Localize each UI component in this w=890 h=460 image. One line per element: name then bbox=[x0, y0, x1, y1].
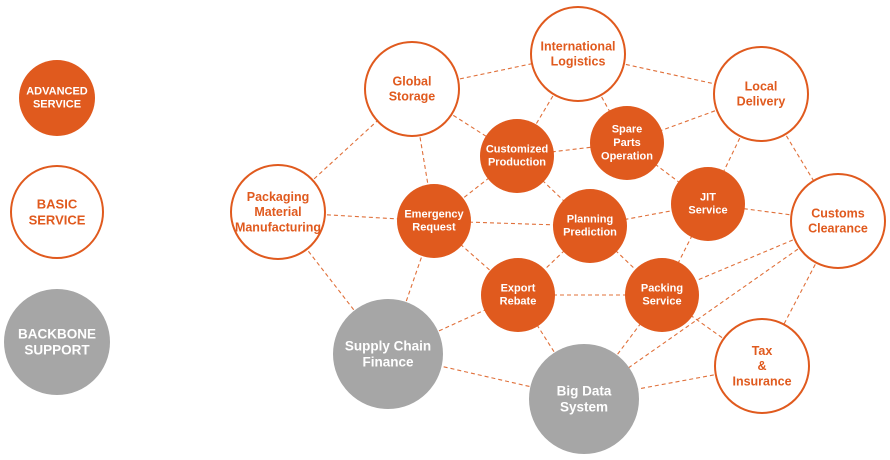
legend: ADVANCEDSERVICEBASICSERVICEBACKBONESUPPO… bbox=[4, 60, 110, 395]
emergency-request-label-line: Request bbox=[412, 222, 456, 234]
customized-production-label-line: Production bbox=[488, 157, 546, 169]
edge-customs-clearance-to-big-data-system bbox=[583, 220, 839, 400]
emergency-request-label-line: Emergency bbox=[404, 208, 464, 220]
packaging-material-manufacturing-label-line: Manufacturing bbox=[235, 220, 321, 234]
international-logistics-circle bbox=[530, 6, 626, 102]
edge-packaging-material-manufacturing-to-emergency-request bbox=[277, 211, 435, 222]
export-rebate-circle bbox=[481, 258, 555, 332]
international-logistics-label-line: International bbox=[540, 39, 615, 53]
legend-basic-label-line: BASIC bbox=[37, 197, 78, 212]
tax-insurance-label-line: Tax bbox=[752, 344, 773, 358]
local-delivery-circle bbox=[713, 46, 809, 142]
tax-insurance-circle bbox=[714, 318, 810, 414]
planning-prediction-label-line: Prediction bbox=[563, 227, 617, 239]
export-rebate-label-line: Export bbox=[501, 282, 536, 294]
jit-service-label-line: JIT bbox=[700, 191, 716, 203]
supply-chain-finance-label-line: Finance bbox=[362, 355, 414, 370]
edge-big-data-system-to-supply-chain-finance bbox=[387, 353, 585, 400]
global-storage-label-line: Storage bbox=[389, 90, 436, 104]
big-data-system-label-line: System bbox=[560, 400, 608, 415]
packaging-material-manufacturing-label-line: Material bbox=[254, 205, 301, 219]
emergency-request-circle bbox=[397, 184, 471, 258]
legend-advanced-circle bbox=[19, 60, 95, 136]
big-data-system-circle bbox=[529, 344, 639, 454]
packaging-material-manufacturing-circle bbox=[230, 164, 326, 260]
legend-backbone-label-line: SUPPORT bbox=[24, 343, 90, 358]
customized-production-circle bbox=[480, 119, 554, 193]
legend-item-backbone: BACKBONE SUPPORT bbox=[4, 289, 110, 395]
customs-clearance-label-line: Clearance bbox=[808, 222, 868, 236]
planning-prediction-circle bbox=[553, 189, 627, 263]
supply-chain-finance-circle bbox=[333, 299, 443, 409]
packing-service-label-line: Packing bbox=[641, 282, 683, 294]
supply-chain-finance-label-line: Supply Chain bbox=[345, 338, 431, 353]
global-storage-circle bbox=[364, 41, 460, 137]
legend-advanced-label-line: ADVANCED bbox=[26, 85, 88, 97]
global-storage-label-line: Global bbox=[393, 74, 432, 88]
spare-parts-operation-label-line: Spare bbox=[612, 124, 643, 136]
legend-backbone-label-line: BACKBONE bbox=[18, 326, 96, 341]
packing-service-label-line: Service bbox=[642, 296, 681, 308]
spare-parts-operation-label-line: Operation bbox=[601, 150, 653, 162]
legend-backbone-circle bbox=[4, 289, 110, 395]
customized-production-label-line: Customized bbox=[486, 143, 548, 155]
planning-prediction-label-line: Planning bbox=[567, 213, 613, 225]
jit-service-label-line: Service bbox=[688, 205, 727, 217]
export-rebate-label-line: Rebate bbox=[500, 296, 537, 308]
local-delivery-label-line: Delivery bbox=[737, 95, 786, 109]
tax-insurance-label-line: & bbox=[757, 359, 766, 373]
local-delivery-label-line: Local bbox=[745, 79, 778, 93]
node-jit-service: JIT Service bbox=[671, 167, 745, 241]
customs-clearance-circle bbox=[790, 173, 886, 269]
legend-advanced-label-line: SERVICE bbox=[33, 99, 81, 111]
legend-basic-label-line: SERVICE bbox=[29, 212, 86, 227]
packaging-material-manufacturing-label-line: Packaging bbox=[247, 190, 310, 204]
international-logistics-label-line: Logistics bbox=[551, 55, 606, 69]
tax-insurance-label-line: Insurance bbox=[732, 374, 791, 388]
spare-parts-operation-circle bbox=[590, 106, 664, 180]
service-nodes: InternationalLogisticsGlobalStorageLocal… bbox=[230, 6, 886, 454]
spare-parts-operation-label-line: Parts bbox=[613, 137, 641, 149]
legend-basic-circle bbox=[10, 165, 104, 259]
jit-service-circle bbox=[671, 167, 745, 241]
node-tax-insurance: Tax&Insurance bbox=[714, 318, 810, 414]
legend-item-advanced: ADVANCED SERVICE bbox=[19, 60, 95, 136]
edge-emergency-request-to-planning-prediction bbox=[433, 220, 591, 227]
packing-service-circle bbox=[625, 258, 699, 332]
big-data-system-label-line: Big Data bbox=[557, 383, 612, 398]
customs-clearance-label-line: Customs bbox=[811, 206, 865, 220]
